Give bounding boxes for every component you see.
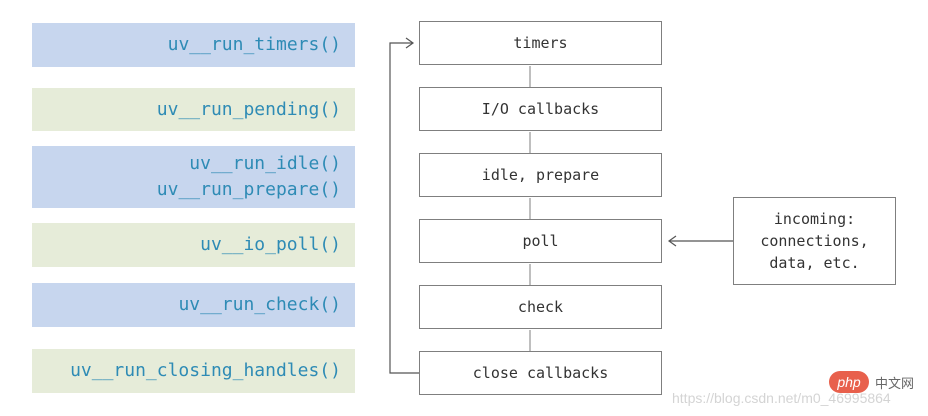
phase-io-callbacks-label: I/O callbacks: [481, 100, 600, 118]
incoming-line-3: data, etc.: [769, 254, 860, 272]
fn-run-closing-handles-label: uv__run_closing_handles(): [70, 360, 341, 381]
php-logo-badge: php: [829, 371, 869, 393]
phase-close-callbacks: close callbacks: [419, 351, 662, 395]
phase-io-callbacks: I/O callbacks: [419, 87, 662, 131]
fn-run-timers: uv__run_timers(): [32, 23, 355, 67]
incoming-line-1: incoming:: [773, 210, 856, 228]
phase-check: check: [419, 285, 662, 329]
phase-timers: timers: [419, 21, 662, 65]
phase-poll-label: poll: [522, 232, 559, 250]
php-logo-text: 中文网: [875, 376, 915, 392]
incoming-line-2: connections,: [760, 232, 869, 250]
fn-run-idle-label: uv__run_idle(): [189, 153, 341, 174]
fn-run-idle-prepare: uv__run_idle() uv__run_prepare(): [32, 146, 355, 208]
loop-back-arrowhead: [405, 37, 415, 49]
fn-run-pending: uv__run_pending(): [32, 88, 355, 131]
fn-io-poll-label: uv__io_poll(): [200, 234, 341, 255]
phase-poll: poll: [419, 219, 662, 263]
fn-run-pending-label: uv__run_pending(): [156, 98, 341, 120]
fn-run-timers-label: uv__run_timers(): [167, 34, 341, 55]
phase-idle-prepare-label: idle, prepare: [481, 166, 600, 184]
phase-timers-label: timers: [513, 34, 568, 52]
phase-idle-prepare: idle, prepare: [419, 153, 662, 197]
fn-run-closing-handles: uv__run_closing_handles(): [32, 349, 355, 393]
watermark-url: https://blog.csdn.net/m0_46995864: [672, 390, 891, 406]
phase-check-label: check: [517, 298, 564, 316]
phase-close-callbacks-label: close callbacks: [472, 364, 609, 382]
fn-run-check: uv__run_check(): [32, 283, 355, 327]
incoming-box: incoming: connections, data, etc.: [733, 197, 896, 285]
loop-back-arrow: [389, 42, 419, 374]
fn-run-check-label: uv__run_check(): [178, 294, 341, 315]
fn-run-prepare-label: uv__run_prepare(): [156, 179, 341, 200]
fn-io-poll: uv__io_poll(): [32, 223, 355, 267]
php-logo: php 中文网: [829, 371, 914, 393]
incoming-arrowhead: [667, 235, 677, 247]
